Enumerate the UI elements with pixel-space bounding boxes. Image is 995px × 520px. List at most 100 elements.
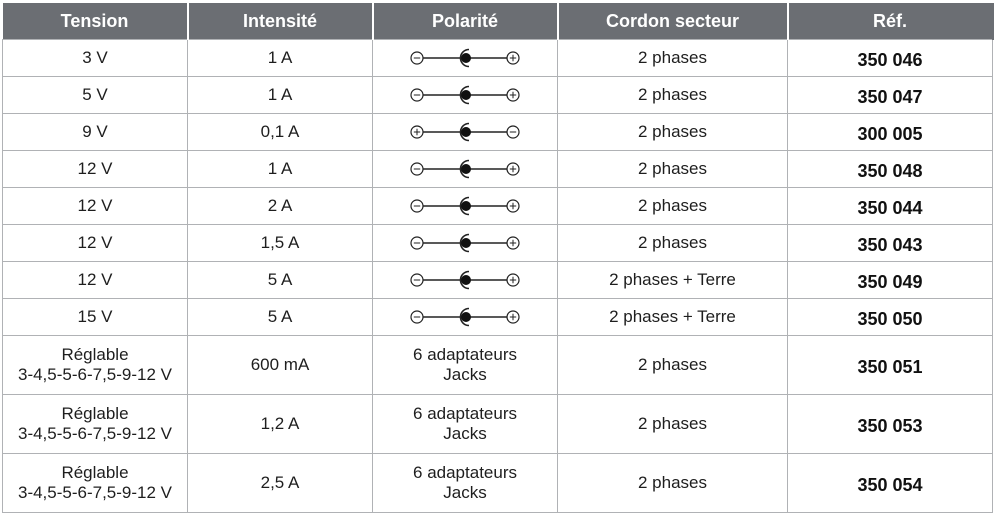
cell-cordon: 2 phases — [557, 453, 788, 513]
cell-ref: 350 048 — [787, 150, 993, 188]
polarity-right-icon — [506, 51, 520, 65]
ref-value: 350 047 — [857, 87, 923, 107]
cell-cordon: 2 phases — [557, 335, 788, 395]
cell-polarite — [372, 187, 558, 225]
cell-intensite: 1 A — [187, 76, 373, 114]
ref-value: 350 050 — [857, 309, 923, 329]
ref-value: 350 051 — [857, 357, 923, 377]
cell-polarite — [372, 150, 558, 188]
cell-polarite — [372, 261, 558, 299]
ref-value: 350 046 — [857, 50, 923, 70]
polarity-left-icon — [410, 162, 424, 176]
cell-tension: 9 V — [2, 113, 188, 151]
polarity-diagram — [410, 307, 520, 327]
cell-tension: 12 V — [2, 187, 188, 225]
table-row: 5 V 1 A 2 phases 350 047 — [2, 76, 993, 114]
ref-value: 350 053 — [857, 416, 923, 436]
polarity-diagram — [410, 85, 520, 105]
cell-polarite — [372, 224, 558, 262]
table-header: Tension Intensité Polarité Cordon secteu… — [2, 3, 994, 40]
header-cordon: Cordon secteur — [557, 3, 789, 40]
cell-polarite — [372, 39, 558, 77]
cell-ref: 350 047 — [787, 76, 993, 114]
polarity-right-icon — [506, 310, 520, 324]
cell-ref: 300 005 — [787, 113, 993, 151]
cell-cordon: 2 phases — [557, 113, 788, 151]
connector-pin-icon — [461, 127, 471, 137]
polarity-left-icon — [410, 273, 424, 287]
cell-tension: 15 V — [2, 298, 188, 336]
tension-line: 5 V — [82, 85, 108, 104]
cell-intensite: 2,5 A — [187, 453, 373, 513]
polarity-right-icon — [506, 236, 520, 250]
polarity-diagram — [410, 159, 520, 179]
polarity-left-icon — [410, 199, 424, 213]
connector-pin-icon — [461, 312, 471, 322]
polarite-line: 6 adaptateurs — [413, 404, 517, 423]
product-table: Tension Intensité Polarité Cordon secteu… — [2, 3, 994, 513]
header-ref: Réf. — [787, 3, 994, 40]
header-intensite: Intensité — [187, 3, 374, 40]
polarity-right-icon — [506, 273, 520, 287]
polarity-left-icon — [410, 125, 424, 139]
connector-sleeve-icon — [459, 307, 470, 327]
polarity-diagram — [410, 122, 520, 142]
polarity-left-icon — [410, 310, 424, 324]
tension-line: Réglable — [61, 345, 129, 364]
ref-value: 350 054 — [857, 475, 923, 495]
tension-line: 12 V — [77, 270, 113, 289]
cell-intensite: 1,2 A — [187, 394, 373, 454]
ref-value: 300 005 — [857, 124, 923, 144]
cell-polarite — [372, 76, 558, 114]
polarity-left-icon — [410, 88, 424, 102]
connector-pin-icon — [461, 275, 471, 285]
connector-pin-icon — [461, 53, 471, 63]
header-row: Tension Intensité Polarité Cordon secteu… — [2, 3, 994, 40]
cell-intensite: 2 A — [187, 187, 373, 225]
cell-ref: 350 049 — [787, 261, 993, 299]
cell-ref: 350 050 — [787, 298, 993, 336]
polarity-right-icon — [506, 125, 520, 139]
ref-value: 350 048 — [857, 161, 923, 181]
tension-line: Réglable — [61, 463, 129, 482]
polarity-right-icon — [506, 199, 520, 213]
connector-pin-icon — [461, 201, 471, 211]
polarite-line: Jacks — [443, 365, 487, 384]
cell-ref: 350 054 — [787, 453, 993, 513]
cell-cordon: 2 phases — [557, 76, 788, 114]
tension-line: 15 V — [77, 307, 113, 326]
cell-ref: 350 044 — [787, 187, 993, 225]
polarity-diagram — [410, 196, 520, 216]
connector-pin-icon — [461, 238, 471, 248]
polarity-diagram — [410, 270, 520, 290]
ref-value: 350 049 — [857, 272, 923, 292]
cell-intensite: 1 A — [187, 150, 373, 188]
tension-line: 3-4,5-5-6-7,5-9-12 V — [17, 424, 173, 443]
polarite-line: 6 adaptateurs — [413, 345, 517, 364]
cell-intensite: 1,5 A — [187, 224, 373, 262]
polarity-diagram — [410, 233, 520, 253]
cell-intensite: 600 mA — [187, 335, 373, 395]
tension-line: 12 V — [77, 159, 113, 178]
polarity-left-icon — [410, 236, 424, 250]
connector-pin-icon — [461, 164, 471, 174]
connector-sleeve-icon — [459, 159, 470, 179]
cell-cordon: 2 phases + Terre — [557, 261, 788, 299]
cell-ref: 350 051 — [787, 335, 993, 395]
polarity-left-icon — [410, 51, 424, 65]
cell-polarite — [372, 298, 558, 336]
tension-line: 3-4,5-5-6-7,5-9-12 V — [17, 365, 173, 384]
connector-sleeve-icon — [459, 270, 470, 290]
